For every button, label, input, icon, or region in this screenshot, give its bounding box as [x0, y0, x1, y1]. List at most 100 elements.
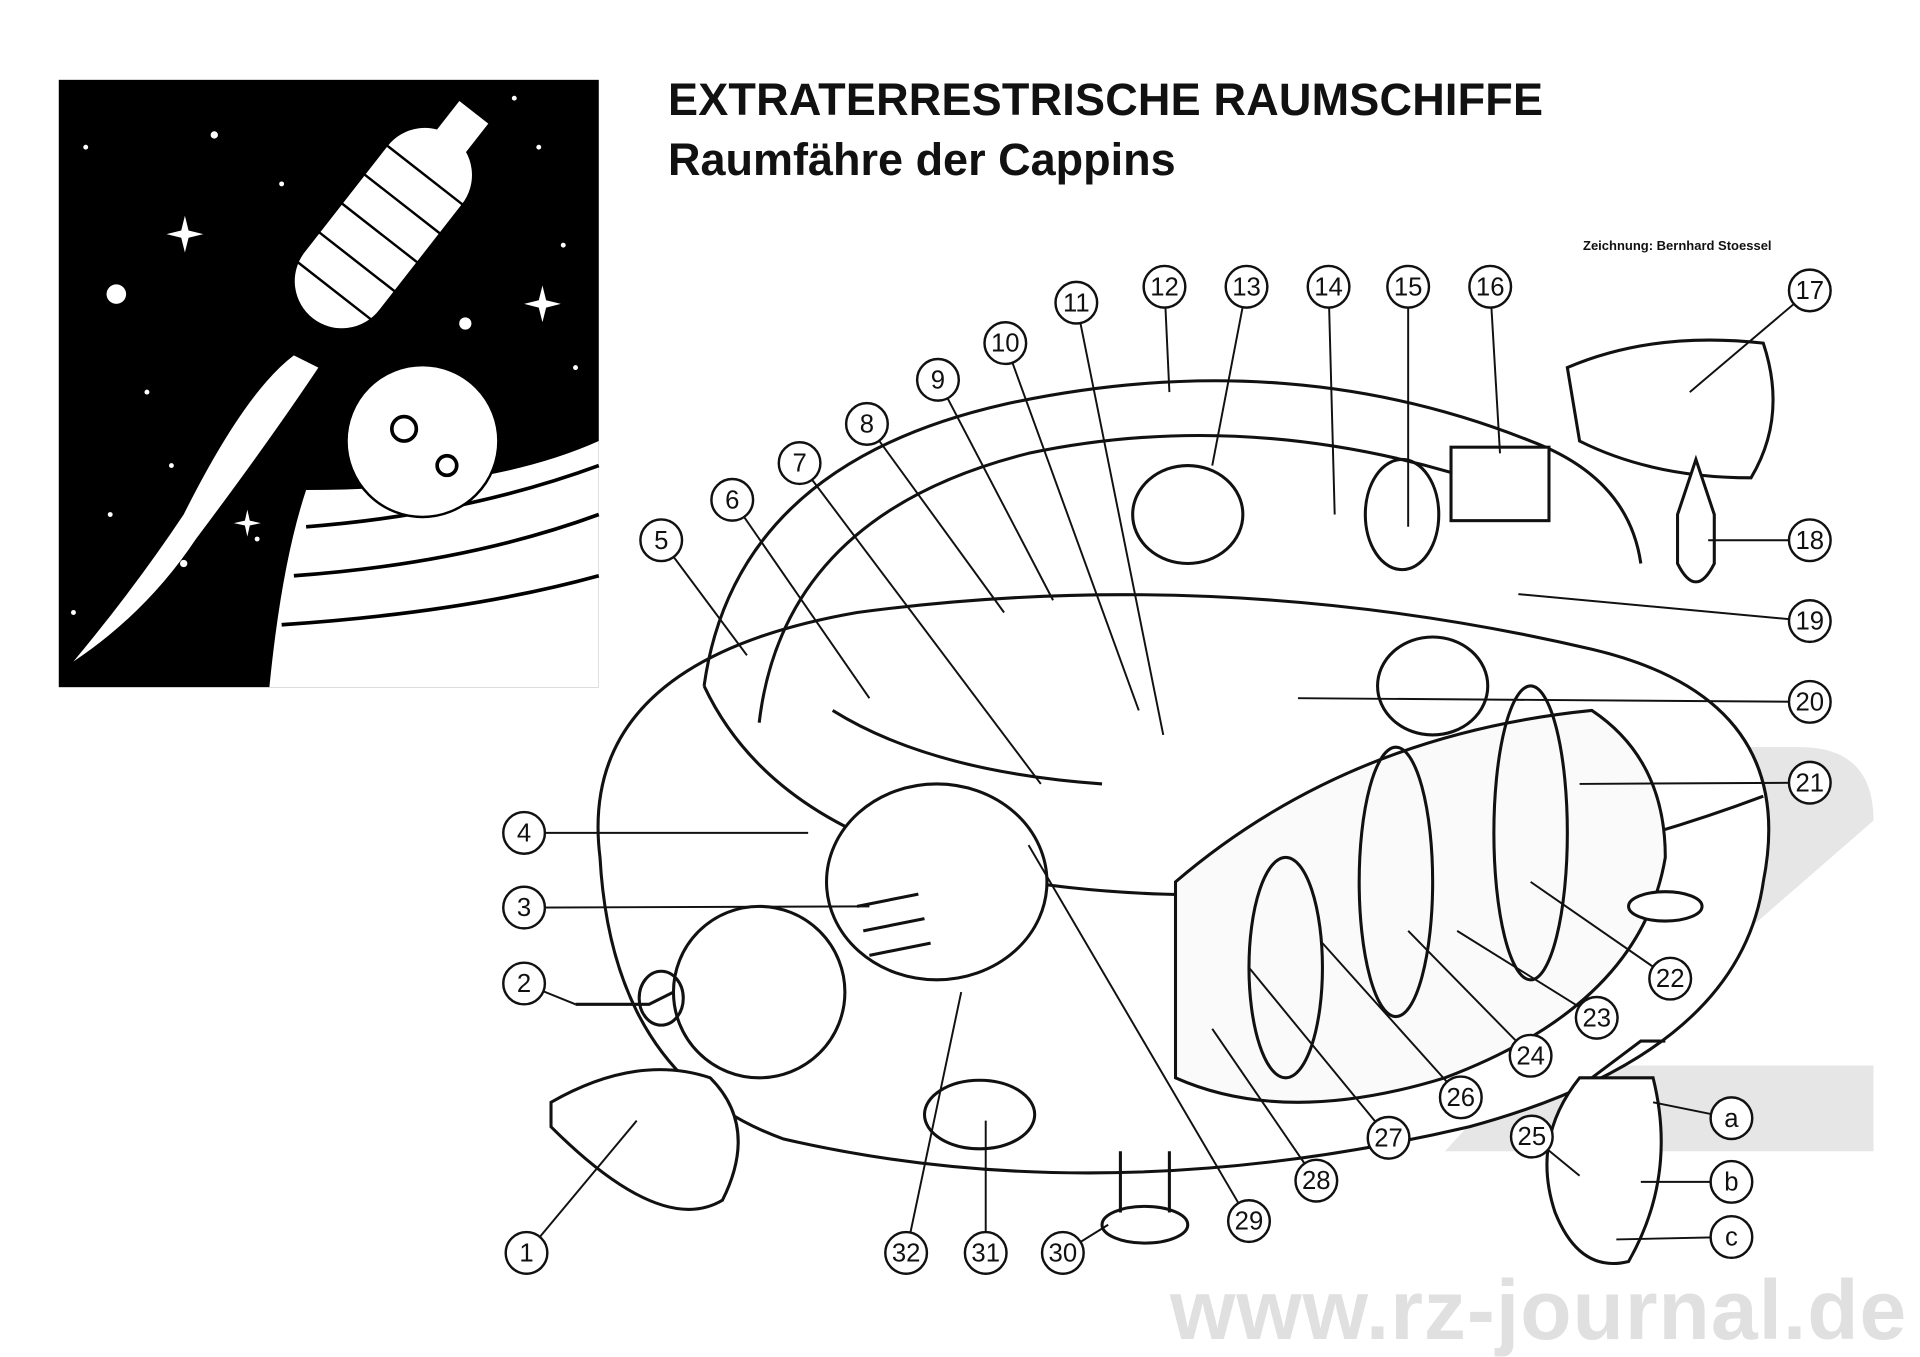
callout-31: 31: [963, 1230, 1008, 1275]
callout-leader-line: [1579, 781, 1810, 785]
callout-leader-line: [1211, 1028, 1318, 1182]
callout-leader-line: [1530, 881, 1671, 980]
callout-circle: [502, 885, 547, 930]
callout-circle: [1508, 1033, 1553, 1078]
website-watermark: www.rz-journal.de: [1170, 1263, 1908, 1357]
callout-circle: [502, 810, 547, 855]
callout-number: 16: [1476, 273, 1505, 301]
callout-circle: [1040, 1230, 1085, 1275]
callout-number: 11: [1063, 289, 1090, 317]
callout-circle: [1438, 1075, 1483, 1120]
callout-leader-line: [1027, 844, 1250, 1222]
callout-25: 25: [1509, 1114, 1554, 1159]
callout-number: 19: [1795, 608, 1824, 636]
illustration-credit: Zeichnung: Bernhard Stoessel: [1583, 238, 1772, 253]
callout-circle: [1787, 268, 1832, 313]
callout-number: 1: [519, 1239, 533, 1267]
callout-8: 8: [844, 401, 889, 446]
callout-number: c: [1725, 1224, 1738, 1252]
callout-circle: [710, 477, 755, 522]
callout-10: 10: [983, 321, 1028, 366]
callout-number: 24: [1516, 1042, 1545, 1070]
callout-circle: [915, 357, 960, 402]
callout-number: 6: [725, 486, 739, 514]
callout-4: 4: [502, 810, 547, 855]
callout-circle: [1294, 1158, 1339, 1203]
callout-circle: [1574, 995, 1619, 1040]
callout-leader-line: [731, 499, 871, 699]
callout-leaders: [523, 286, 1811, 1254]
callout-number: 18: [1795, 527, 1824, 555]
callout-number: 25: [1518, 1123, 1547, 1151]
inset-space-illustration: [58, 79, 600, 688]
callout-1: 1: [504, 1230, 549, 1275]
callout-26: 26: [1438, 1075, 1483, 1120]
callout-number: b: [1724, 1168, 1738, 1196]
callout-circle: [1787, 518, 1832, 563]
callout-13: 13: [1224, 264, 1269, 309]
callout-7: 7: [777, 441, 822, 486]
callout-number: 32: [892, 1239, 921, 1267]
callout-14: 14: [1306, 264, 1351, 309]
callout-leader-line: [1489, 286, 1501, 454]
callout-a: a: [1709, 1096, 1754, 1141]
callout-leader-line: [1456, 930, 1598, 1019]
callout-circle: [1787, 760, 1832, 805]
callout-number: 9: [931, 366, 945, 394]
callout-circle: [1787, 599, 1832, 644]
callout-leader-line: [1689, 289, 1811, 393]
callout-leader-line: [905, 991, 963, 1254]
callout-leader-line: [1297, 697, 1810, 703]
callout-number: 30: [1049, 1239, 1078, 1267]
page-subtitle: Raumfähre der Cappins: [668, 134, 1176, 185]
callout-29: 29: [1226, 1199, 1272, 1244]
callout-circle: [1366, 1115, 1411, 1160]
callout-number: 2: [517, 970, 531, 998]
callout-24: 24: [1508, 1033, 1553, 1078]
callout-number: 26: [1447, 1084, 1476, 1112]
callout-16: 16: [1468, 264, 1513, 309]
callout-number: 17: [1795, 277, 1824, 305]
callout-leader-line: [1321, 942, 1462, 1099]
callout-circle: [504, 1230, 549, 1275]
callout-circle: [1787, 679, 1832, 724]
callout-circle: [502, 961, 547, 1006]
callout-number: 15: [1394, 273, 1423, 301]
callout-c: c: [1709, 1214, 1754, 1260]
callout-11: 11: [1054, 280, 1099, 325]
callout-leader-line: [866, 423, 1005, 614]
callout-circle: [1306, 264, 1351, 309]
callout-20: 20: [1787, 679, 1832, 724]
callout-number: 22: [1656, 965, 1685, 993]
callout-23: 23: [1574, 995, 1619, 1040]
callout-number: 31: [971, 1239, 1000, 1267]
callout-27: 27: [1366, 1115, 1411, 1160]
callout-28: 28: [1294, 1158, 1339, 1203]
callout-leader-line: [1211, 286, 1248, 466]
callout-number: a: [1724, 1105, 1739, 1133]
callout-number: 13: [1232, 273, 1261, 301]
callout-number: 7: [792, 450, 806, 478]
callout-leader-line: [1075, 302, 1165, 736]
callout-22: 22: [1648, 956, 1693, 1001]
callout-32: 32: [884, 1230, 929, 1275]
callout-leader-line: [1518, 593, 1810, 623]
callout-circle: [1468, 264, 1513, 309]
callout-circle: [1709, 1096, 1754, 1141]
callout-12: 12: [1142, 264, 1187, 309]
callout-leader-line: [660, 539, 748, 656]
callout-circle: [844, 401, 889, 446]
callout-leader-line: [1004, 342, 1140, 711]
callout-circle: [983, 321, 1028, 366]
callout-6: 6: [710, 477, 755, 522]
callout-number: 5: [654, 527, 668, 555]
callout-number: 12: [1150, 273, 1179, 301]
callout-30: 30: [1040, 1230, 1085, 1275]
callout-number: 21: [1795, 769, 1824, 797]
page-title: EXTRATERRESTRISCHE RAUMSCHIFFE: [668, 74, 1544, 125]
callout-circle: [639, 518, 684, 563]
spaceship-cutaway: [549, 338, 1775, 1266]
callout-circle: [777, 441, 822, 486]
callout-leader-line: [1327, 286, 1336, 515]
